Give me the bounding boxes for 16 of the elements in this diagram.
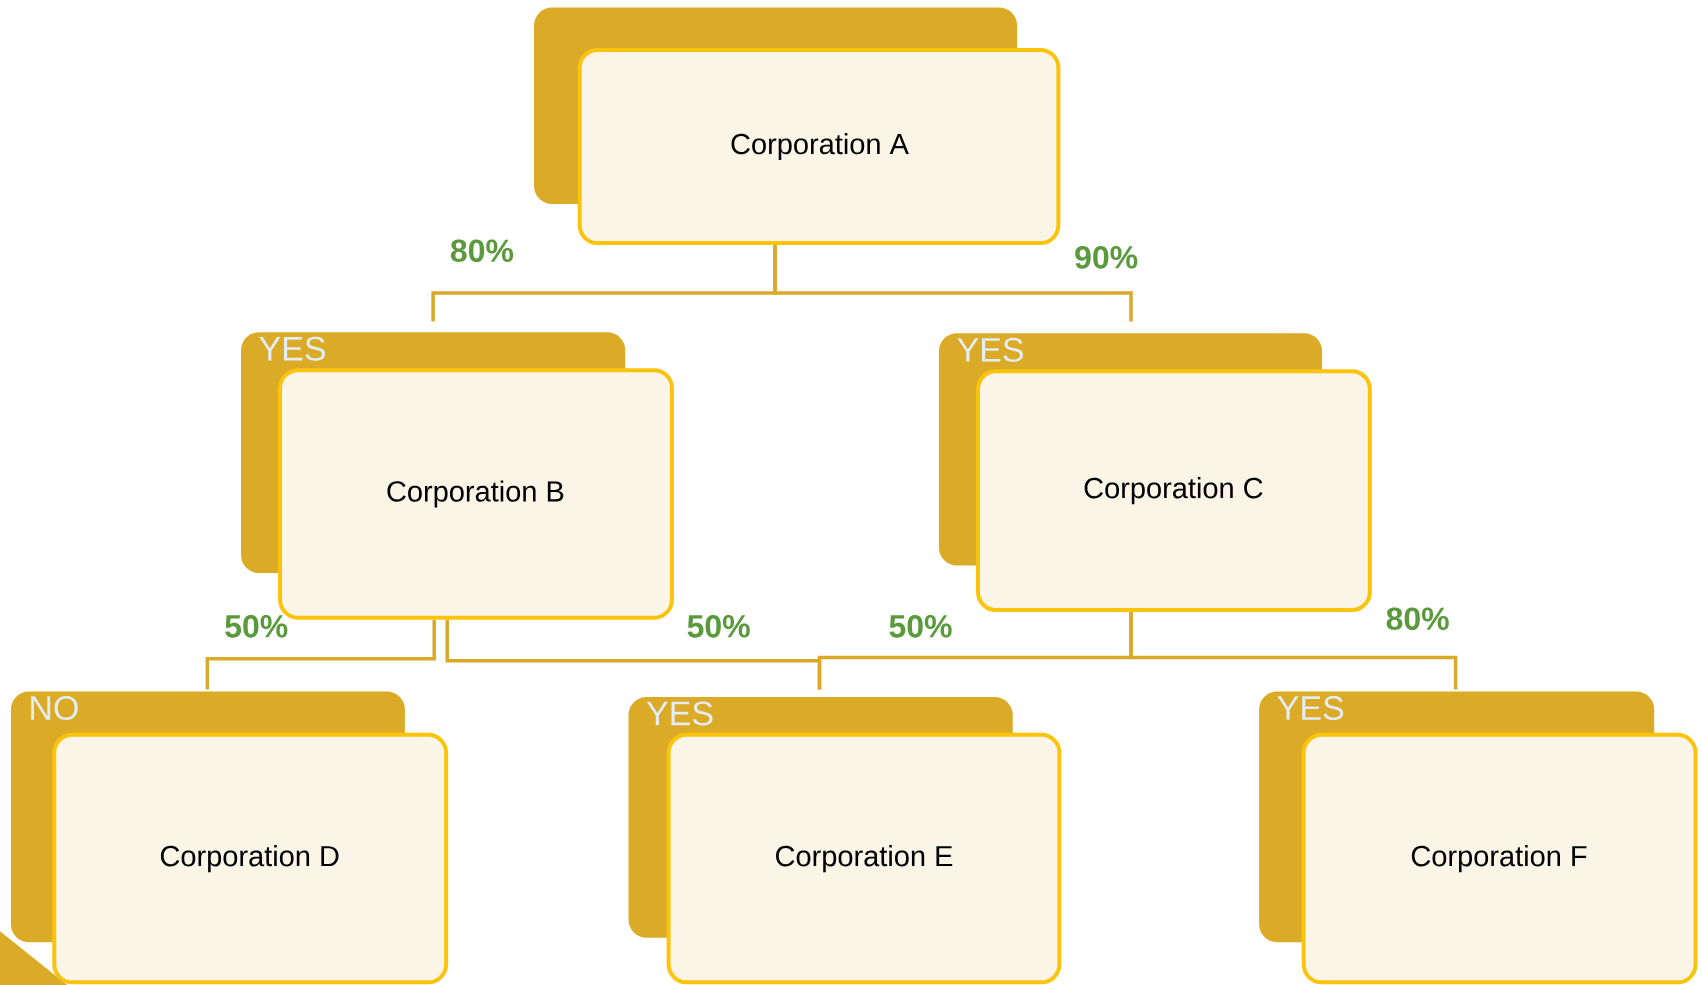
company-box: Corporation A	[534, 7, 1061, 246]
connector-line	[1129, 612, 1458, 690]
edge-label: 50%	[687, 615, 750, 638]
edge-label: 50%	[889, 615, 952, 638]
edge-label: 80%	[1386, 607, 1449, 631]
company-box: Corporation D NO	[10, 691, 449, 985]
node-label: YES	[957, 337, 1023, 362]
connector-line	[205, 619, 436, 690]
connector-line	[773, 245, 1133, 322]
company-box: Corporation F YES	[1259, 691, 1698, 985]
node-label: YES	[259, 336, 325, 361]
company-box: Corporation E YES	[628, 696, 1062, 985]
company-box: Corporation C YES	[938, 333, 1372, 612]
edge-label: 80%	[450, 239, 514, 263]
edge-label: 90%	[1075, 246, 1138, 269]
node-label: YES	[646, 701, 713, 726]
